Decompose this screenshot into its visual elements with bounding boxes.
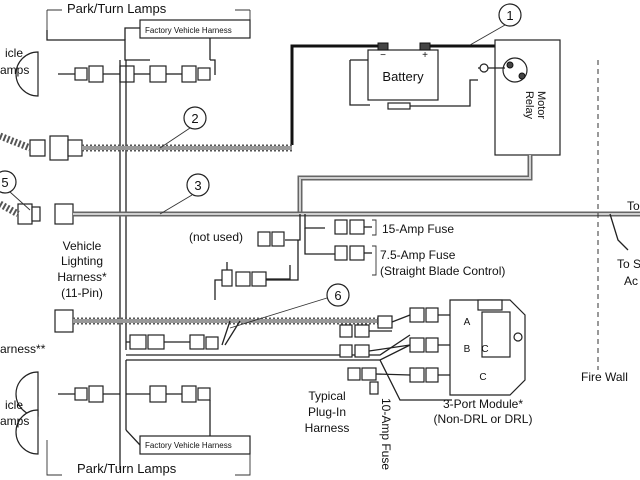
lamp-top-1: [15, 51, 39, 97]
callout-3: 3: [159, 173, 210, 215]
park-turn-label-top: Park/Turn Lamps: [67, 1, 167, 16]
connector-top-1a: [74, 67, 88, 81]
harness-6: [54, 309, 393, 346]
park-turn-label-bottom: Park/Turn Lamps: [77, 461, 177, 476]
callout-2: 2: [159, 106, 207, 149]
fuse-15a-holder-b: [349, 219, 365, 235]
lighting-harness-label-2: Lighting: [61, 254, 103, 268]
connector-top-3b: [197, 67, 211, 81]
connector-top-1b: [88, 65, 104, 83]
to-label: To: [627, 199, 640, 213]
vehicle-lamps-label-top-1: icle: [5, 46, 23, 60]
svg-text:1: 1: [506, 8, 513, 23]
port-c-label: C: [479, 372, 486, 383]
callout-5: 5: [0, 170, 31, 211]
lighting-harness-label-1: Vehicle: [63, 239, 102, 253]
plug-6a: [54, 309, 74, 333]
port-c-label-left: C: [481, 344, 488, 355]
fuse-15a-holder-a: [334, 219, 348, 235]
lighting-connector-group: [214, 262, 291, 300]
battery-label: Battery: [382, 69, 424, 84]
vehicle-lamps-label-bottom-1: icle: [5, 398, 23, 412]
battery-relay-group: [290, 39, 561, 215]
ac-label: Ac: [624, 274, 638, 288]
straight-blade-label: (Straight Blade Control): [380, 264, 505, 278]
braided-harness: [0, 132, 292, 161]
relay-label: Relay: [523, 91, 535, 120]
connector-top-2a: [119, 65, 135, 83]
lighting-harness-label-4: (11-Pin): [61, 286, 103, 300]
motor-relay: [494, 39, 561, 156]
port-b-label: B: [464, 344, 471, 355]
battery-pos-label: +: [422, 50, 428, 61]
main-harness-line: [0, 200, 640, 281]
fuse-group: [257, 219, 377, 276]
top-lamp-harness: [15, 9, 251, 97]
bottom-lamp-harness: [15, 360, 251, 476]
battery: [367, 49, 439, 101]
svg-text:3: 3: [194, 178, 201, 193]
port-a-label: A: [464, 317, 471, 328]
factory-harness-label-bottom: Factory Vehicle Harness: [145, 441, 232, 450]
module-label-1: 3-Port Module*: [443, 397, 523, 411]
module-wiring: [126, 307, 452, 401]
lamp-bottom-2: [15, 409, 39, 455]
svg-text:2: 2: [191, 111, 198, 126]
vehicle-lamps-label-top-2: amps: [0, 63, 29, 77]
connector-top-2b: [149, 65, 167, 83]
unused-connector-a: [257, 231, 271, 247]
svg-text:6: 6: [334, 288, 341, 303]
not-used-label: (not used): [189, 230, 243, 244]
fuse-15-label: 15-Amp Fuse: [382, 222, 454, 236]
factory-harness-label-top: Factory Vehicle Harness: [145, 26, 232, 35]
lighting-harness-label-3: Harness*: [57, 270, 107, 284]
battery-neg-label: −: [380, 50, 386, 61]
vehicle-lamps-label-bottom-2: amps: [0, 414, 29, 428]
battery-terminal-pos: [419, 42, 431, 51]
three-port-module: [449, 299, 526, 396]
fuse-75-label: 7.5-Amp Fuse: [380, 248, 456, 262]
fuse-75a-holder-a: [334, 245, 348, 261]
plug-5a: [17, 203, 33, 225]
svg-text:5: 5: [1, 175, 8, 190]
callout-1: 1: [469, 3, 522, 46]
fire-wall-label: Fire Wall: [581, 370, 628, 384]
module-label-2: (Non-DRL or DRL): [434, 412, 533, 426]
typical-label-1: Typical: [308, 389, 345, 403]
typical-label-2: Plug-In: [308, 405, 346, 419]
fuse-10-label: 10-Amp Fuse: [379, 398, 393, 470]
fuse-75a-holder-b: [349, 245, 365, 261]
motor-label: Motor: [535, 91, 547, 119]
callout-6: 6: [229, 283, 350, 329]
unused-connector-b: [271, 231, 285, 247]
to-s-label: To S: [617, 257, 640, 271]
harness-partial-label: arness**: [0, 342, 46, 356]
factory-harness-box-top: [139, 19, 251, 39]
battery-terminal-neg: [377, 42, 389, 51]
connector-top-3a: [181, 65, 197, 83]
plug-2a: [49, 135, 69, 161]
plug-5b: [54, 203, 74, 225]
typical-label-3: Harness: [305, 421, 350, 435]
